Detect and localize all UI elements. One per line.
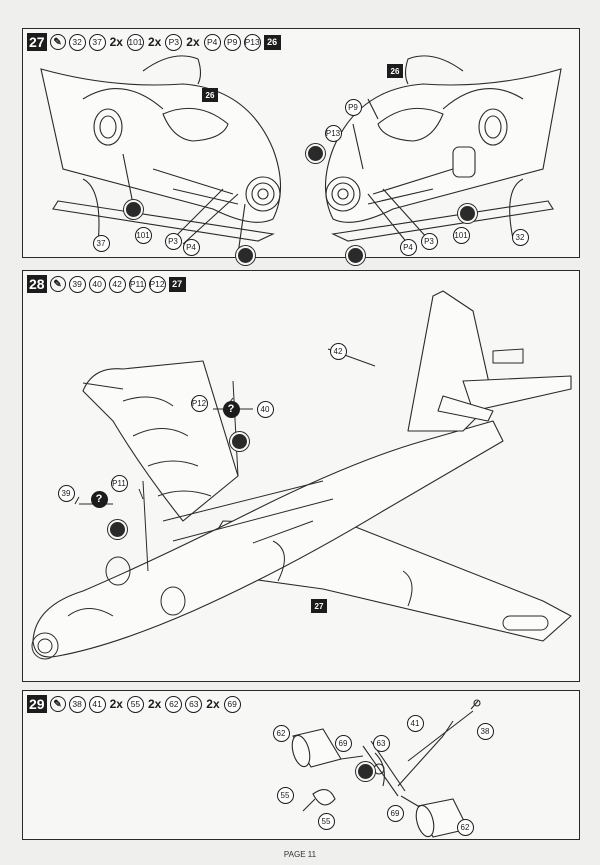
part-label: 55 xyxy=(276,786,294,804)
part-callout: 101 xyxy=(126,33,144,51)
reference-step-badge: 26 xyxy=(202,88,218,102)
glue-marker-icon xyxy=(229,431,249,451)
part-callout: P9 xyxy=(223,33,241,51)
part-callout: 63 xyxy=(185,695,203,713)
part-label: 69 xyxy=(386,804,404,822)
part-callout: 62 xyxy=(165,695,183,713)
step-29-panel: 29 ✎ 38 41 2x 55 2x 62 63 2x 69 xyxy=(22,690,580,840)
part-callout: 40 xyxy=(88,275,106,293)
part-label: 38 xyxy=(476,722,494,740)
part-callout: 32 xyxy=(68,33,86,51)
glue-icon: ✎ xyxy=(49,696,66,712)
reference-step-badge: 27 xyxy=(168,276,186,292)
part-callout: 69 xyxy=(223,695,241,713)
part-label: 41 xyxy=(406,714,424,732)
page-number: PAGE 11 xyxy=(283,850,317,859)
part-label: 62 xyxy=(272,724,290,742)
reference-step-badge: 27 xyxy=(311,599,327,613)
glue-icon: ✎ xyxy=(49,34,66,50)
question-marker-icon: ? xyxy=(222,400,240,418)
part-callout: P4 xyxy=(203,33,221,51)
part-callout: 55 xyxy=(126,695,144,713)
part-quantity: 2x xyxy=(147,35,162,49)
question-marker-icon: ? xyxy=(90,490,108,508)
part-label: 39 xyxy=(57,484,75,502)
glue-marker-icon xyxy=(457,203,477,223)
part-label: P3 xyxy=(164,232,182,250)
part-callout: 39 xyxy=(68,275,86,293)
part-callout: P12 xyxy=(148,275,166,293)
part-quantity: 2x xyxy=(109,697,123,711)
reference-step-badge: 26 xyxy=(387,64,403,78)
reference-step-badge: 26 xyxy=(263,34,281,50)
part-callout: 41 xyxy=(88,695,106,713)
step-28-header: 28 ✎ 39 40 42 P11 P12 27 xyxy=(27,275,186,293)
part-quantity: 2x xyxy=(109,35,123,49)
part-label: 40 xyxy=(256,400,274,418)
part-label: P13 xyxy=(324,124,342,142)
part-label: 42 xyxy=(329,342,347,360)
part-quantity: 2x xyxy=(147,697,162,711)
part-callout: 37 xyxy=(88,33,106,51)
aircraft-illustration xyxy=(31,290,572,660)
part-label: P9 xyxy=(344,98,362,116)
glue-marker-icon xyxy=(355,761,375,781)
part-callout: 38 xyxy=(68,695,86,713)
part-callout: P3 xyxy=(165,33,183,51)
glue-marker-icon xyxy=(345,245,365,265)
part-label: P4 xyxy=(399,238,417,256)
glue-icon: ✎ xyxy=(49,276,66,292)
part-label: 101 xyxy=(134,226,152,244)
part-label: 37 xyxy=(92,234,110,252)
step-29-header: 29 ✎ 38 41 2x 55 2x 62 63 2x 69 xyxy=(27,695,241,713)
part-quantity: 2x xyxy=(206,697,220,711)
part-label: 69 xyxy=(334,734,352,752)
step-27-panel: 27 ✎ 32 37 2x 101 2x P3 2x P4 P9 P13 26 xyxy=(22,28,580,265)
part-quantity: 2x xyxy=(186,35,200,49)
part-label: 32 xyxy=(511,228,529,246)
landing-gear-illustration xyxy=(291,699,481,838)
part-label: P11 xyxy=(110,474,128,492)
glue-marker-icon xyxy=(305,143,325,163)
part-label: 63 xyxy=(372,734,390,752)
part-label: P3 xyxy=(420,232,438,250)
part-label: 101 xyxy=(452,226,470,244)
part-label: P4 xyxy=(182,238,200,256)
glue-marker-icon xyxy=(123,199,143,219)
part-label: 55 xyxy=(317,812,335,830)
glue-marker-icon xyxy=(235,245,255,265)
nose-assembly-illustration xyxy=(40,55,562,255)
part-callout: P13 xyxy=(243,33,261,51)
step-27-header: 27 ✎ 32 37 2x 101 2x P3 2x P4 P9 P13 26 xyxy=(27,33,281,51)
step-number: 27 xyxy=(27,33,47,51)
part-callout: 42 xyxy=(108,275,126,293)
part-label: 62 xyxy=(456,818,474,836)
part-label: P12 xyxy=(190,394,208,412)
step-number: 28 xyxy=(27,275,47,293)
glue-marker-icon xyxy=(107,519,127,539)
step-number: 29 xyxy=(27,695,47,713)
step-28-panel: 28 ✎ 39 40 42 P11 P12 27 xyxy=(22,270,580,682)
part-callout: P11 xyxy=(128,275,146,293)
